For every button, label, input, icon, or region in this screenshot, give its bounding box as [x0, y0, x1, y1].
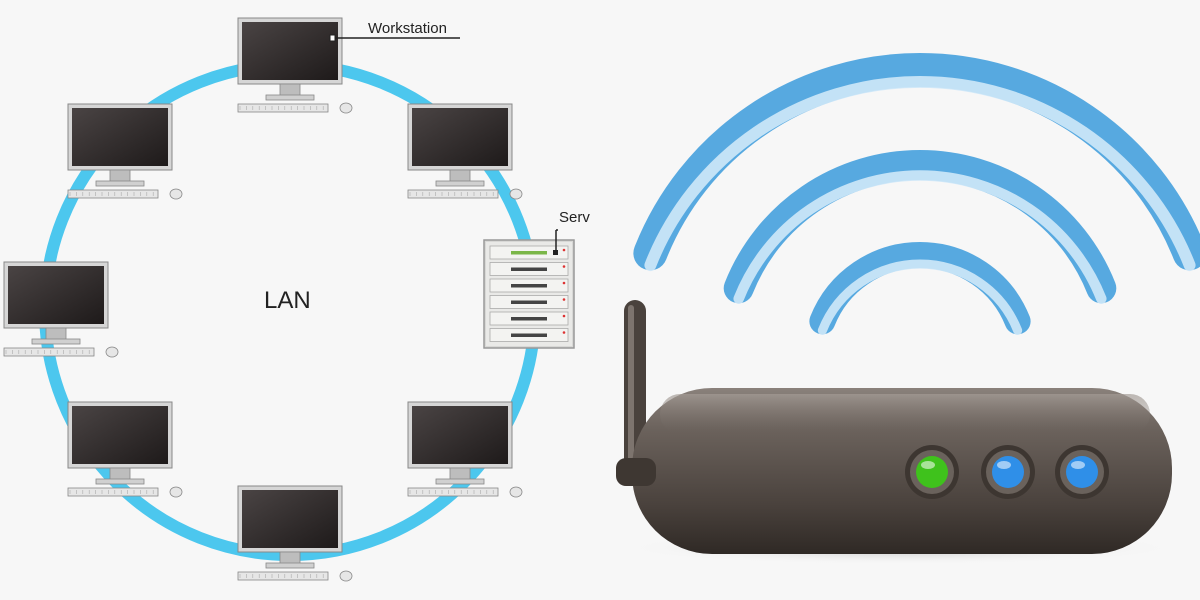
server-drive: [489, 311, 569, 326]
router: [600, 300, 1200, 566]
led-blue-1: [981, 445, 1035, 499]
wifi-wave-3: [633, 53, 1200, 271]
keyboard: [407, 487, 499, 497]
lan-label: LAN: [264, 287, 311, 314]
workstation-callout: Workstation: [329, 20, 460, 42]
monitor-screen: [72, 108, 168, 166]
mouse: [169, 486, 183, 498]
mouse: [339, 570, 353, 582]
server-drive: [489, 278, 569, 293]
wifi-wave-2: [723, 150, 1117, 304]
workstation-middle-left: [3, 261, 119, 358]
workstation-top: [237, 17, 353, 114]
keyboard: [237, 571, 329, 581]
led-blue-2: [1055, 445, 1109, 499]
mouse: [339, 102, 353, 114]
server: [483, 239, 575, 349]
keyboard: [67, 487, 159, 497]
keyboard: [3, 347, 95, 357]
mouse: [105, 346, 119, 358]
keyboard: [237, 103, 329, 113]
workstation-label: Workstation: [368, 20, 447, 37]
server-drive: [489, 295, 569, 309]
keyboard: [67, 189, 159, 199]
monitor-screen: [412, 406, 508, 464]
server-drive: [489, 245, 569, 260]
workstation-lower-left: [67, 401, 183, 498]
workstation-upper-left: [67, 103, 183, 200]
server-label: Serv: [559, 209, 590, 226]
led-green: [905, 445, 959, 499]
monitor-screen: [242, 22, 338, 80]
monitor-screen: [412, 108, 508, 166]
server-drive: [489, 262, 569, 276]
mouse: [169, 188, 183, 200]
mouse: [509, 188, 523, 200]
workstation-bottom: [237, 485, 353, 582]
wifi-wave-1: [809, 242, 1031, 335]
workstations-group: [3, 17, 523, 582]
monitor-screen: [72, 406, 168, 464]
workstation-lower-right: [407, 401, 523, 498]
wifi-signal-icon: [633, 53, 1200, 335]
mouse: [509, 486, 523, 498]
server-drive: [489, 328, 569, 342]
workstation-upper-right: [407, 103, 523, 200]
keyboard: [407, 189, 499, 199]
monitor-screen: [8, 266, 104, 324]
server-callout: Serv: [553, 209, 590, 255]
monitor-screen: [242, 490, 338, 548]
